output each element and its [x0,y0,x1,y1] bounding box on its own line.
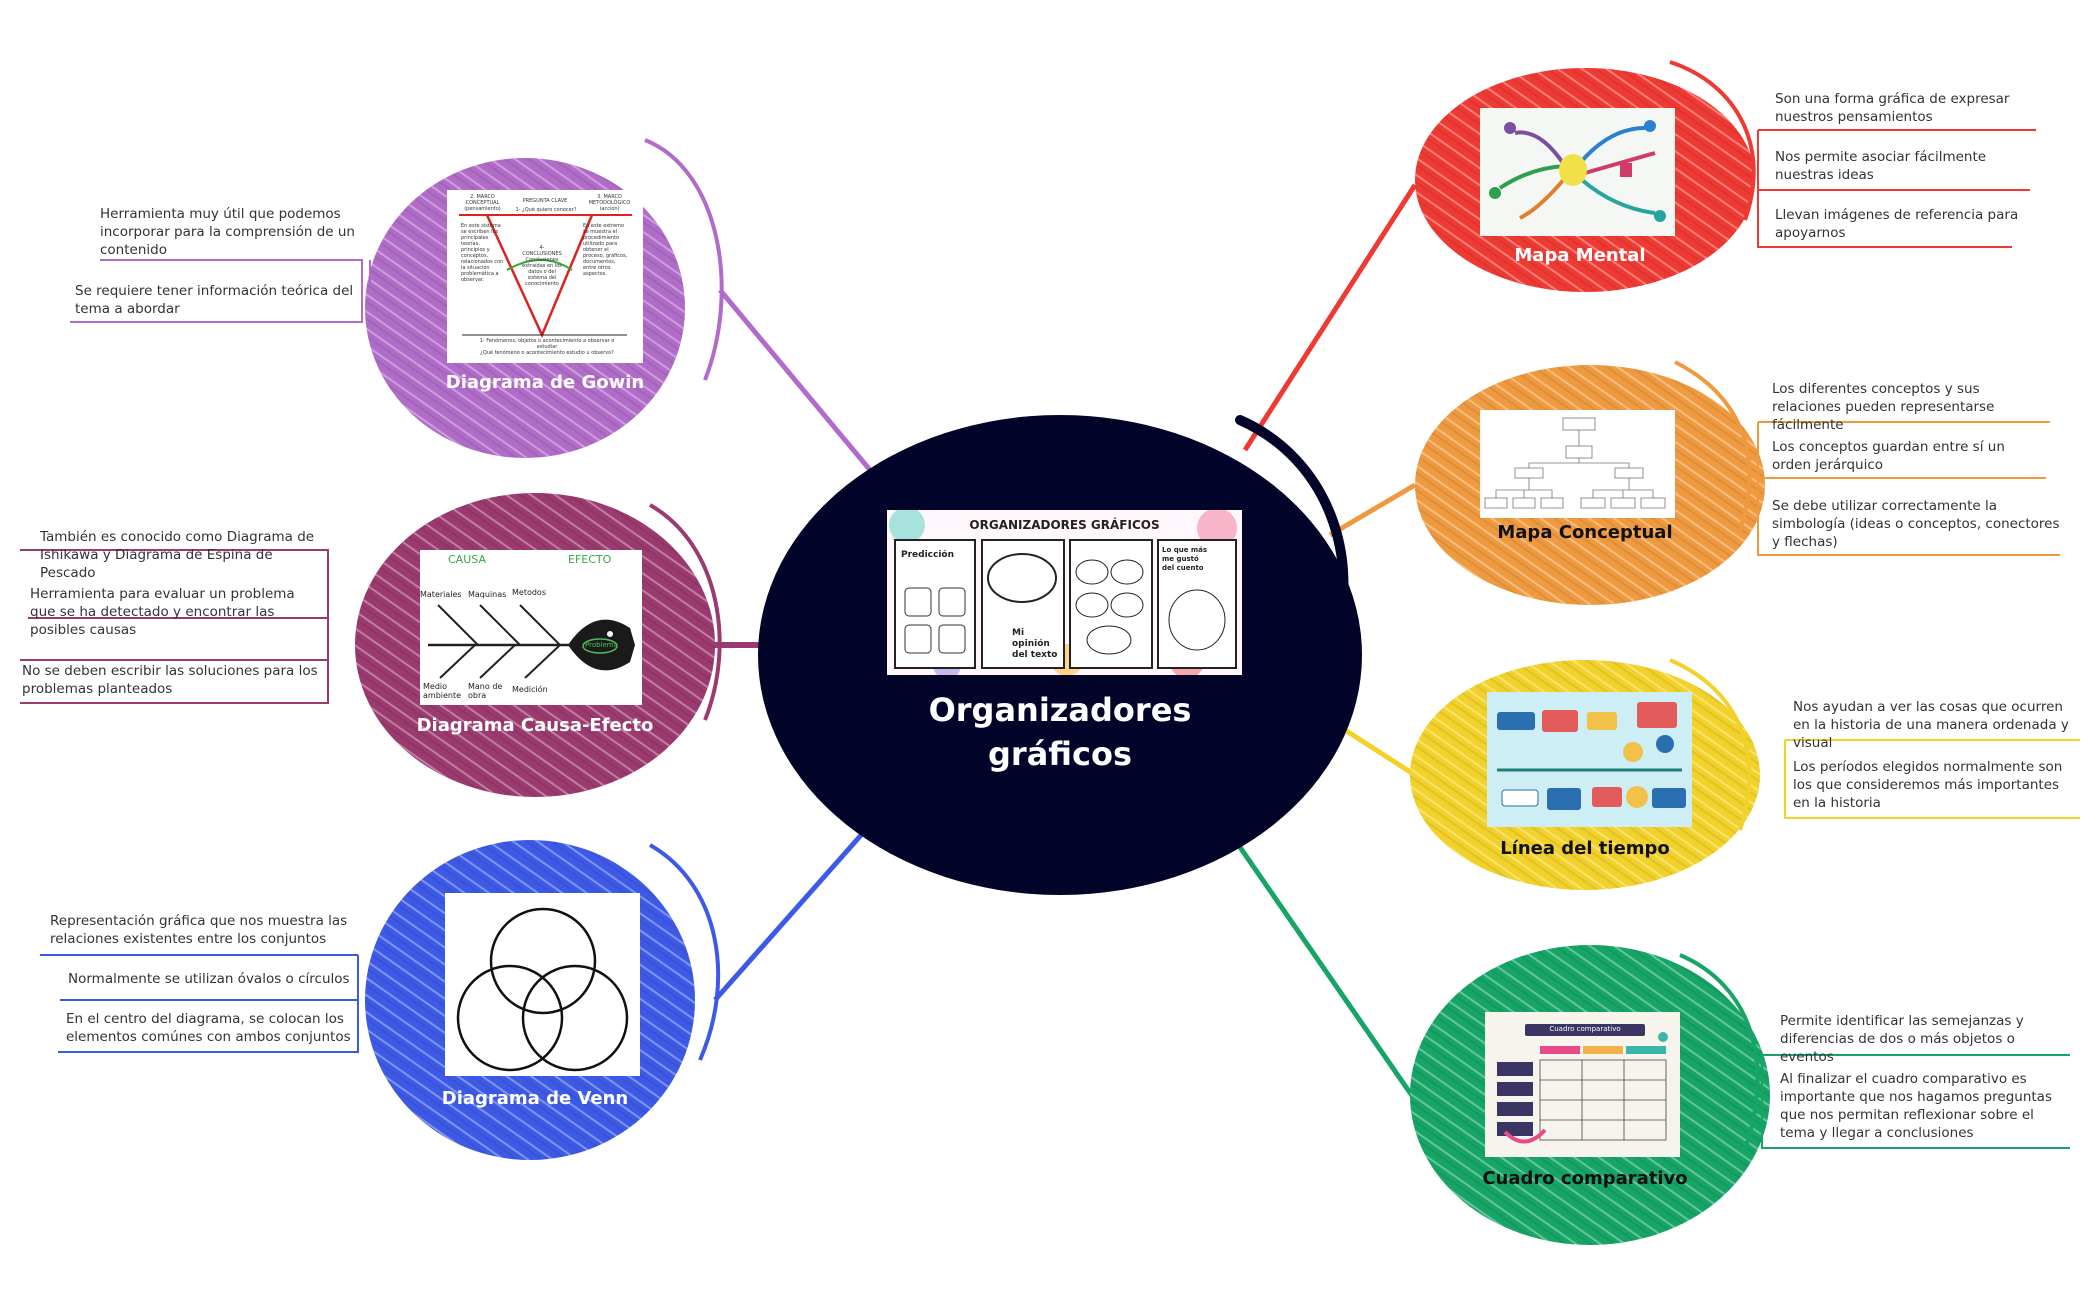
gowin-bottom-question: ¿Qué fenómeno o acontecimiento estudio u… [480,350,614,356]
causa-image: CAUSA EFECTO Materiales Maquinas Metodos… [420,550,642,705]
fishbone-efecto: EFECTO [568,553,612,566]
connector-mental [1242,183,1418,452]
venn-circles [456,907,629,1072]
center-image-panel-prediccion: Predicción [901,550,955,560]
cuadro-image: Cuadro comparativo [1485,1012,1680,1157]
mental-image [1480,108,1675,236]
fishbone-top-1: Materiales [420,590,462,599]
center-title-line-2: gráficos [988,735,1132,773]
mental-note-3: Llevan imágenes de referencia para apoya… [1775,207,2019,241]
fishbone-bottom-1: Medio ambiente [423,682,462,700]
fishbone-problema: Problema [585,641,618,649]
cuadro-note-2: Al finalizar el cuadro comparativo es im… [1780,1071,2052,1141]
cuadro-image-title: Cuadro comparativo [1549,1025,1621,1033]
comparison-table-graphic [1497,1024,1668,1144]
fishbone-causa: CAUSA [448,553,486,566]
conceptual-note-2: Los conceptos guardan entre sí un orden … [1772,439,2005,473]
linea-note-1: Nos ayudan a ver las cosas que ocurren e… [1793,699,2069,751]
causa-note-2: Herramienta para evaluar un problema que… [30,586,295,638]
gowin-left-head: 2. MARCO CONCEPTUAL (pensamiento) [464,194,501,212]
gowin-note-1: Herramienta muy útil que podemos incorpo… [100,206,355,258]
venn-note-2: Normalmente se utilizan óvalos o círculo… [68,971,350,987]
fishbone-top-3: Metodos [512,588,546,597]
connector-conceptual [1328,482,1417,538]
mental-note-2: Nos permite asociar fácilmente nuestras … [1775,149,1987,183]
conceptual-note-1: Los diferentes conceptos y sus relacione… [1772,381,1995,433]
gowin-right-head: 3. MARCO METODOLÓGICO (acción) [588,194,631,212]
conceptual-label: Mapa Conceptual [1497,522,1673,543]
connector-linea [1343,727,1417,778]
mental-note-1: Son una forma gráfica de expresar nuestr… [1775,91,2010,125]
gowin-label: Diagrama de Gowin [445,372,645,393]
connector-venn [713,823,872,1002]
fishbone-bottom-2: Mano de obra [468,682,503,700]
concept-map-graphic [1484,417,1666,509]
linea-note-2: Los períodos elegidos normalmente son lo… [1793,759,2063,811]
venn-note-1: Representación gráfica que nos muestra l… [50,913,348,947]
timeline-graphic [1497,702,1686,810]
venn-image [445,893,640,1076]
causa-note-3: No se deben escribir las soluciones para… [22,663,318,697]
causa-note-1: También es conocido como Diagrama de Ish… [40,529,315,581]
gowin-center-head: PREGUNTA CLAVE [522,198,568,204]
center-image-panel-opinion: Mi opinión del texto [1012,628,1058,660]
center-image: ORGANIZADORES GRÁFICOS Predicción Mi opi… [887,510,1242,675]
center-image-graphic [889,510,1237,675]
mental-map-graphic [1489,120,1666,222]
center-title-line-1: Organizadores [928,691,1192,729]
center-title: Organizadores gráficos [870,688,1250,776]
fishbone-top-2: Maquinas [468,590,507,599]
gowin-left-text: En este sistema se escriben los principa… [461,223,504,283]
gowin-right-text: En este extremo se muestra el procedimie… [583,223,628,277]
gowin-question: 1- ¿Qué quiero conocer? [515,207,577,213]
conceptual-note-3: Se debe utilizar correctamente la simbol… [1772,498,2060,550]
venn-label: Diagrama de Venn [441,1088,629,1109]
cuadro-label: Cuadro comparativo [1482,1168,1688,1189]
linea-image [1487,692,1692,827]
cuadro-note-1: Permite identificar las semejanzas y dif… [1780,1013,2024,1065]
gowin-bottom-text: 1- Fenómenos, objetos o acontecimiento a… [479,338,615,350]
gowin-center-text: 4- CONCLUSIONES Conclusiones extraídas e… [522,245,562,287]
center-image-panel-mas: Lo que más me gustó del cuento [1162,546,1208,572]
fishbone-bottom-3: Medición [512,685,548,694]
center-image-title: ORGANIZADORES GRÁFICOS [969,518,1160,532]
gowin-v-shape [459,214,632,339]
mental-label: Mapa Mental [1514,245,1646,266]
fishbone-graphic [428,604,635,679]
causa-label: Diagrama Causa-Efecto [416,715,654,736]
connector-cuadro [1232,838,1418,1102]
gowin-note-2: Se requiere tener información teórica de… [75,283,354,317]
conceptual-image [1480,410,1675,518]
venn-note-3: En el centro del diagrama, se colocan lo… [66,1011,351,1045]
connector-gowin [718,288,872,472]
gowin-image: 2. MARCO CONCEPTUAL (pensamiento) PREGUN… [447,190,643,363]
linea-label: Línea del tiempo [1500,838,1670,859]
